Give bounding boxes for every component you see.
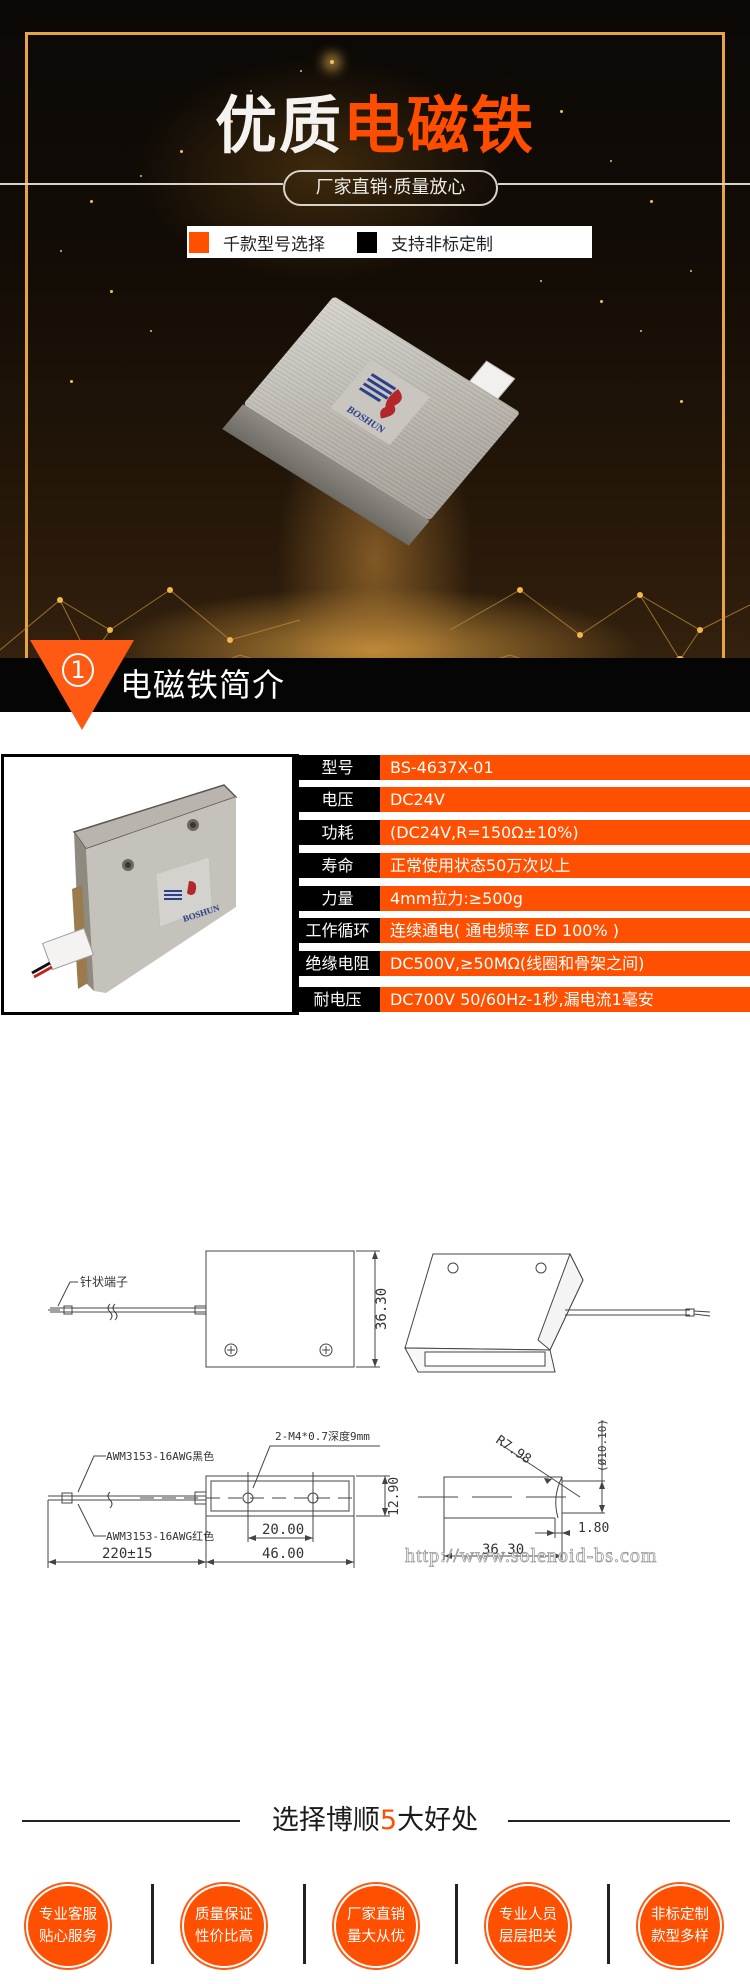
spec-value: (DC24V,R=150Ω±10%)	[380, 820, 750, 845]
svg-text:12.90: 12.90	[387, 1477, 402, 1516]
benefit-badge: 专业客服贴心服务	[24, 1882, 112, 1970]
section-number-badge: 1	[62, 653, 94, 687]
benefit-badge: 质量保证性价比高	[180, 1882, 268, 1970]
svg-text:http://www.solenoid-bs.com: http://www.solenoid-bs.com	[405, 1545, 657, 1567]
spec-key: 功耗	[295, 820, 380, 845]
drawing-front-view: 2-M4*0.7深度9mm AWM3153-16AWG黑色 AWM3153-16…	[30, 1400, 410, 1580]
drawing-side-view: R7.98 (Ø10.10) 1.80 36.30	[400, 1400, 730, 1580]
black-square-icon	[357, 231, 377, 253]
spec-value: DC700V 50/60Hz-1秒,漏电流1毫安	[380, 987, 750, 1012]
benefit-badge: 厂家直销量大从优	[332, 1882, 420, 1970]
svg-text:AWM3153-16AWG黑色: AWM3153-16AWG黑色	[106, 1449, 214, 1463]
hero-title-white: 优质	[214, 89, 343, 162]
svg-text:AWM3153-16AWG红色: AWM3153-16AWG红色	[106, 1529, 214, 1543]
svg-text:R7.98: R7.98	[493, 1433, 534, 1467]
hero-title: 优质电磁铁	[0, 95, 750, 157]
hero-gold-frame	[25, 32, 725, 712]
spec-key: 寿命	[295, 853, 380, 878]
spec-row: 功耗(DC24V,R=150Ω±10%)	[295, 820, 750, 845]
solenoid-product-image: BOSHUN	[222, 295, 521, 546]
hero-feature-bar: 千款型号选择 支持非标定制	[187, 226, 592, 258]
svg-text:2-M4*0.7深度9mm: 2-M4*0.7深度9mm	[275, 1429, 370, 1443]
svg-text:36.30: 36.30	[374, 1288, 390, 1330]
spec-value: DC500V,≥50MΩ(线圈和骨架之间)	[380, 951, 750, 976]
spec-key: 工作循环	[295, 918, 380, 943]
benefit-badge: 非标定制款型多样	[636, 1882, 724, 1970]
svg-text:36.30: 36.30	[482, 1542, 524, 1558]
spec-value: BS-4637X-01	[380, 755, 750, 780]
benefit-separator	[303, 1884, 306, 1964]
brand-logo: BOSHUN	[330, 360, 430, 446]
hero-subtitle: 厂家直销·质量放心	[283, 170, 498, 206]
spec-row: 寿命正常使用状态50万次以上	[295, 853, 750, 878]
watermark-url: http://www.solenoid-bs.com	[405, 1540, 725, 1570]
hero-banner: 优质电磁铁 厂家直销·质量放心 千款型号选择 支持非标定制	[0, 0, 750, 712]
section-title: 电磁铁简介	[120, 666, 286, 704]
spec-key: 绝缘电阻	[295, 951, 380, 976]
svg-text:220±15: 220±15	[102, 1546, 153, 1562]
spec-value: 正常使用状态50万次以上	[380, 853, 750, 878]
benefit-separator	[455, 1884, 458, 1964]
product-photo: BOSHUN	[1, 754, 295, 1015]
spec-value: DC24V	[380, 787, 750, 812]
spec-key: 力量	[295, 886, 380, 911]
benefits-line-left	[22, 1820, 240, 1822]
svg-text:(Ø10.10): (Ø10.10)	[596, 1419, 609, 1472]
svg-text:针状端子: 针状端子	[80, 1274, 128, 1289]
orange-square-icon	[189, 231, 209, 253]
spec-value: 4mm拉力:≥500g	[380, 886, 750, 911]
feature-label: 支持非标定制	[391, 234, 493, 255]
benefits-line-right	[508, 1820, 730, 1822]
benefit-separator	[607, 1884, 610, 1964]
spec-key: 耐电压	[295, 987, 380, 1012]
brand-logo	[155, 856, 213, 928]
spec-key: 电压	[295, 787, 380, 812]
benefit-separator	[151, 1884, 154, 1964]
benefits-title: 选择博顺5大好处	[271, 1805, 479, 1836]
spec-row: 工作循环连续通电( 通电频率 ED 100% )	[295, 918, 750, 943]
feature-label: 千款型号选择	[223, 234, 325, 255]
svg-text:1.80: 1.80	[578, 1521, 609, 1536]
spec-key: 型号	[295, 755, 380, 780]
hero-title-orange: 电磁铁	[343, 89, 536, 162]
hero-sub-line-right	[498, 183, 750, 185]
svg-text:46.00: 46.00	[262, 1546, 304, 1562]
spec-value: 连续通电( 通电频率 ED 100% )	[380, 918, 750, 943]
drawing-isometric-view	[400, 1230, 730, 1390]
hero-sub-line-left	[0, 183, 283, 185]
benefit-badge: 专业人员层层把关	[484, 1882, 572, 1970]
drawing-top-view: 针状端子 36.30	[30, 1230, 400, 1390]
svg-text:20.00: 20.00	[262, 1522, 304, 1538]
